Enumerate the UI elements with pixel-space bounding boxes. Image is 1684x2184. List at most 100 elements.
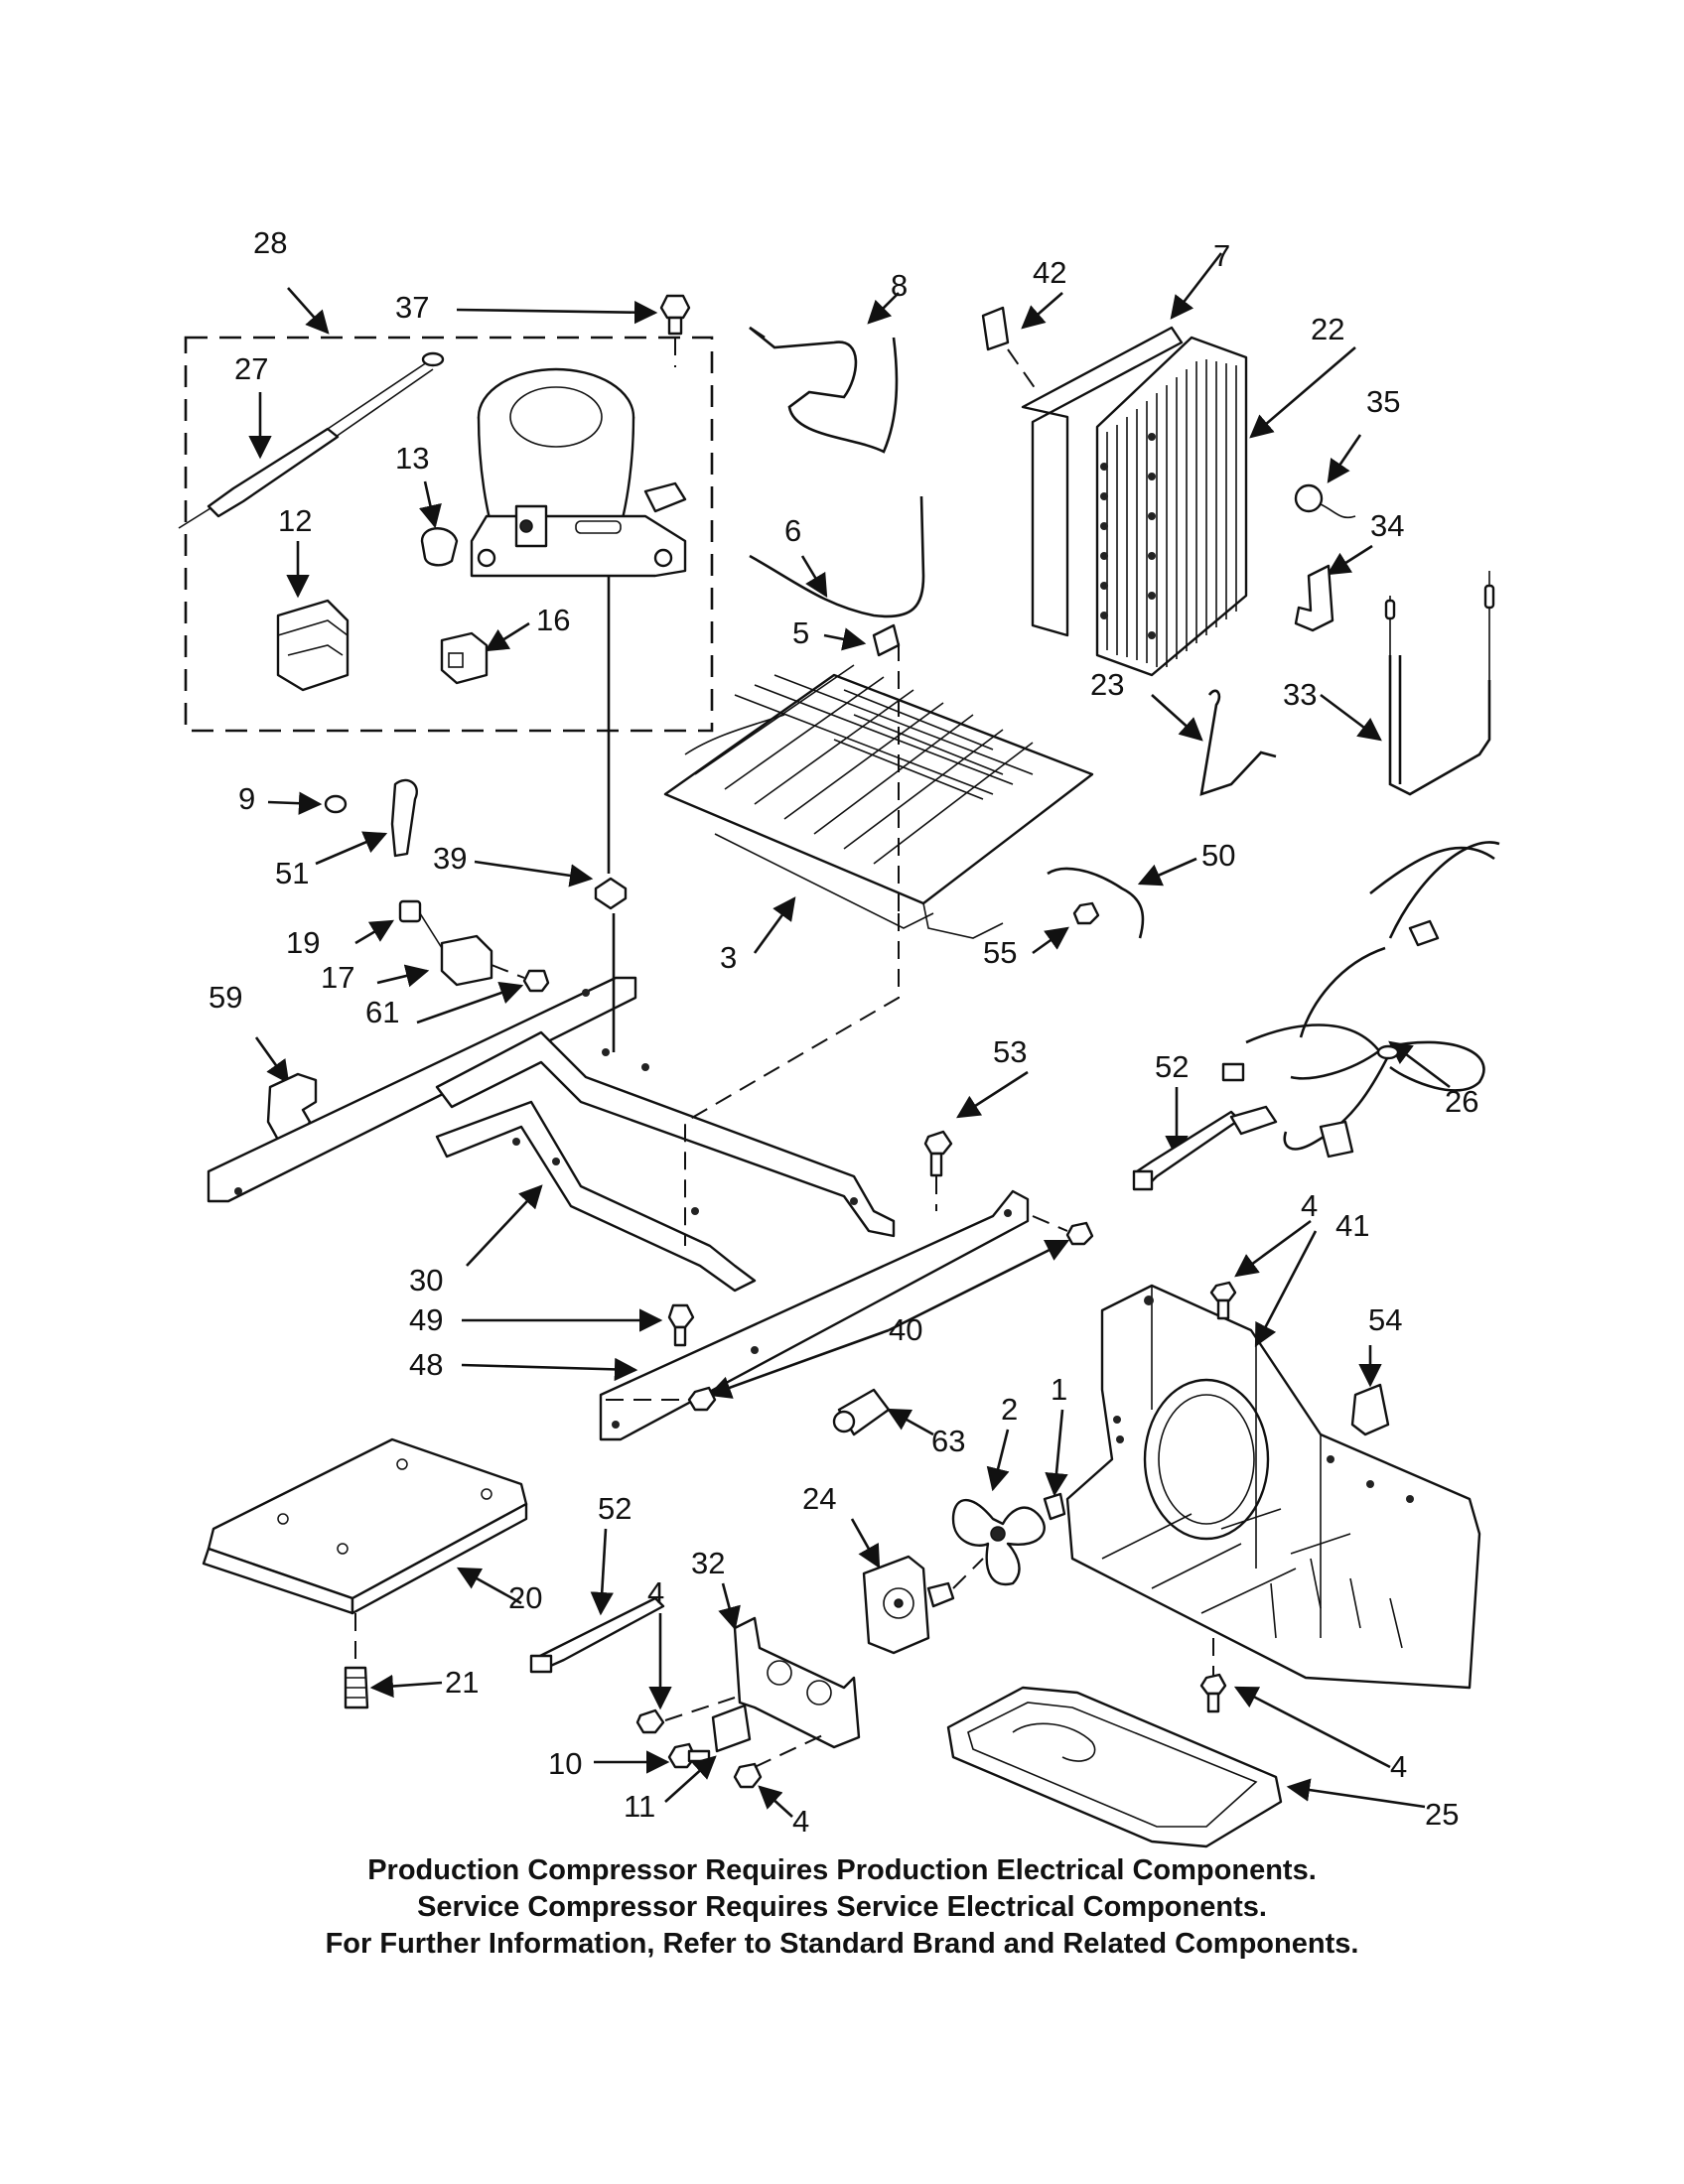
part-50-wire — [1047, 857, 1197, 939]
part-25-drain-pan — [946, 1686, 1426, 1848]
part-9-grommet — [267, 791, 348, 815]
compressor-assembly-box — [184, 336, 714, 733]
callout-1: 1 — [1051, 1372, 1067, 1407]
callout-42: 42 — [1033, 255, 1066, 290]
callout-40: 40 — [889, 1312, 922, 1347]
part-23-wire — [1151, 689, 1277, 796]
part-49-screw — [462, 1303, 695, 1347]
part-12-relay — [276, 541, 350, 692]
callout-39: 39 — [433, 841, 467, 876]
callout-4-top: 4 — [1301, 1188, 1318, 1223]
callout-63: 63 — [931, 1424, 965, 1458]
callout-4-bracket: 4 — [647, 1575, 664, 1610]
callout-6: 6 — [784, 513, 801, 548]
part-27-drier — [178, 351, 445, 529]
part-52-cable-tie-b — [529, 1528, 665, 1674]
part-22-condenser — [1095, 336, 1356, 677]
part-13-clip — [419, 480, 459, 567]
callout-59: 59 — [209, 980, 242, 1015]
part-4-screw-a — [1209, 1219, 1312, 1320]
callout-8: 8 — [891, 268, 908, 303]
part-3-evaporator — [663, 643, 1094, 954]
part-41-fan-shroud-base — [1065, 1230, 1481, 1690]
callout-12: 12 — [278, 503, 312, 538]
callout-13: 13 — [395, 441, 429, 476]
callout-19: 19 — [286, 925, 320, 960]
callout-7: 7 — [1213, 238, 1230, 273]
part-42-clip — [981, 292, 1063, 351]
callout-41: 41 — [1335, 1208, 1369, 1243]
part-21-spring — [344, 1613, 443, 1709]
part-17-capacitor — [376, 912, 493, 988]
part-2-fan-blade — [951, 1429, 1046, 1586]
callout-35: 35 — [1366, 384, 1400, 419]
callout-37: 37 — [395, 290, 429, 325]
part-6-tube — [749, 495, 925, 618]
part-4-screw-b — [635, 1613, 736, 1734]
callout-24: 24 — [802, 1481, 836, 1516]
part-34-clip — [1294, 544, 1373, 632]
part-30-base-frame — [207, 913, 900, 1293]
callout-20: 20 — [508, 1580, 542, 1615]
part-4-screw-c — [733, 1731, 830, 1818]
part-52-cable-tie-a — [1132, 1087, 1241, 1191]
callout-28: 28 — [253, 225, 287, 260]
callout-23: 23 — [1090, 667, 1124, 702]
part-1-clip — [1043, 1409, 1068, 1521]
callout-9: 9 — [238, 781, 255, 816]
callout-10: 10 — [548, 1746, 582, 1781]
part-55-screw — [1032, 901, 1100, 955]
callout-labels: 28 37 8 42 7 22 27 35 13 12 6 34 16 5 23… — [209, 225, 1478, 1839]
part-40-screws — [606, 1215, 1094, 1412]
callout-4-lower: 4 — [792, 1804, 809, 1839]
callout-27: 27 — [234, 351, 268, 386]
part-35-thermistor — [1294, 434, 1362, 519]
callout-55: 55 — [983, 935, 1017, 970]
callout-61: 61 — [365, 995, 399, 1029]
part-16-overload — [440, 621, 530, 685]
part-24-fan-motor — [850, 1518, 984, 1655]
part-48-rail — [461, 1189, 1030, 1441]
note-production: Production Compressor Requires Productio… — [367, 1854, 1317, 1886]
part-39-grommet — [474, 576, 628, 910]
callout-34: 34 — [1370, 508, 1404, 543]
part-4-screw-d — [1199, 1638, 1391, 1769]
callout-50: 50 — [1201, 838, 1235, 873]
callout-3: 3 — [720, 940, 737, 975]
callout-16: 16 — [536, 603, 570, 637]
part-54-wire-nut — [1350, 1345, 1390, 1436]
part-59-bracket — [254, 1036, 318, 1142]
footnotes: Production Compressor Requires Productio… — [0, 1852, 1684, 1963]
part-20-panel — [202, 1437, 528, 1615]
part-8-tube — [749, 292, 900, 454]
part-10-screw — [594, 1742, 711, 1774]
callout-2: 2 — [1001, 1392, 1018, 1427]
callout-17: 17 — [321, 960, 354, 995]
note-service: Service Compressor Requires Service Elec… — [417, 1891, 1267, 1923]
callout-30: 30 — [409, 1263, 443, 1297]
callout-52-lower: 52 — [598, 1491, 632, 1526]
part-33-tubes — [1320, 571, 1495, 796]
callout-52-upper: 52 — [1155, 1049, 1189, 1084]
callout-32: 32 — [691, 1546, 725, 1580]
callout-11: 11 — [624, 1789, 655, 1824]
callout-21: 21 — [445, 1665, 479, 1700]
callout-53: 53 — [993, 1034, 1027, 1069]
part-51-sleeve — [315, 778, 418, 866]
part-5-clip — [823, 623, 901, 657]
callout-25: 25 — [1425, 1797, 1459, 1832]
callout-48: 48 — [409, 1347, 443, 1382]
compressor — [470, 367, 687, 578]
part-19-connector — [354, 899, 422, 945]
callout-26: 26 — [1445, 1084, 1478, 1119]
callout-4-right: 4 — [1390, 1749, 1407, 1784]
callout-22: 22 — [1311, 312, 1344, 346]
callout-54: 54 — [1368, 1302, 1402, 1337]
part-11-plate — [664, 1704, 752, 1803]
part-63-spacer — [832, 1388, 934, 1436]
callout-33: 33 — [1283, 677, 1317, 712]
part-61-screw — [416, 964, 550, 1024]
part-26-wire-harness — [1221, 841, 1500, 1159]
part-32-bracket — [718, 1582, 861, 1749]
